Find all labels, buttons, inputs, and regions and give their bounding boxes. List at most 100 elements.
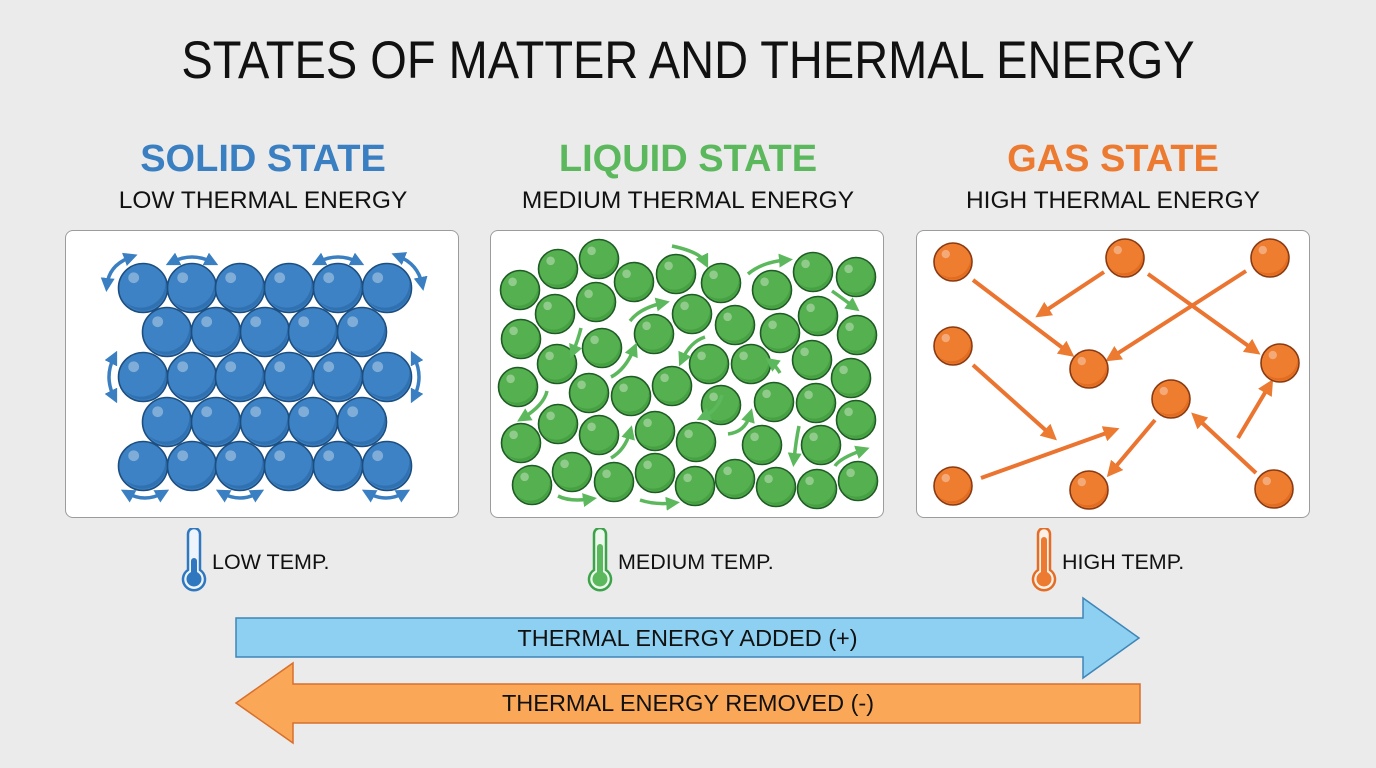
solid-particle: [287, 306, 338, 357]
liquid-particle: [655, 253, 696, 294]
liquid-particle: [675, 421, 716, 462]
thermometer-low-icon: [181, 528, 207, 592]
solid-state-title: SOLID STATE: [140, 138, 386, 180]
vibration-arrow-icon: [120, 489, 169, 503]
gas-particles-diagram: [932, 237, 1300, 510]
liquid-particle: [593, 461, 634, 502]
vibration-arrow-icon: [410, 350, 423, 403]
motion-arrow-icon: [1190, 412, 1257, 474]
liquid-particle: [837, 460, 878, 501]
liquid-particle: [835, 256, 876, 297]
solid-particle: [312, 262, 363, 313]
liquid-particle: [500, 318, 541, 359]
gas-particle: [1068, 348, 1109, 389]
liquid-particle: [500, 422, 541, 463]
solid-particle: [263, 262, 314, 313]
gas-state-title: GAS STATE: [1007, 138, 1219, 180]
solid-particle: [166, 440, 217, 491]
motion-arrow-icon: [1235, 378, 1273, 439]
gas-state-subtitle: HIGH THERMAL ENERGY: [965, 187, 1261, 214]
liquid-particle: [700, 384, 741, 425]
gas-particle: [1104, 237, 1145, 278]
motion-arrow-icon: [979, 425, 1120, 480]
vibration-arrow-icon: [391, 251, 427, 291]
liquid-particle: [537, 248, 578, 289]
solid-particle: [214, 262, 265, 313]
flow-arrow-icon: [609, 342, 638, 379]
gas-particle: [932, 241, 973, 282]
flow-arrow-icon: [628, 297, 670, 322]
solid-particle: [190, 306, 241, 357]
liquid-particle: [741, 424, 782, 465]
motion-arrow-icon: [1106, 418, 1157, 477]
liquid-particles-diagram: [497, 238, 878, 511]
solid-particle: [336, 396, 387, 447]
liquid-particle: [800, 424, 841, 465]
liquid-particle: [581, 327, 622, 368]
liquid-particle: [578, 414, 619, 455]
liquid-particle: [613, 261, 654, 302]
solid-particle: [263, 440, 314, 491]
liquid-particle: [795, 382, 836, 423]
thermal-energy-removed-label: THERMAL ENERGY REMOVED (-): [501, 690, 875, 716]
liquid-particle: [499, 269, 540, 310]
solid-particle: [166, 351, 217, 402]
solid-particle: [312, 351, 363, 402]
vibration-arrow-icon: [100, 252, 138, 292]
liquid-particle: [651, 365, 692, 406]
gas-header: GAS STATE HIGH THERMAL ENERGY: [903, 136, 1323, 216]
thermometer-high-icon: [1031, 528, 1057, 592]
solid-particle: [214, 351, 265, 402]
vibration-arrow-icon: [215, 489, 264, 503]
solid-particle: [361, 351, 412, 402]
thermometer-medium-icon: [587, 528, 613, 592]
flow-arrow-icon: [516, 390, 549, 422]
solid-particle: [190, 396, 241, 447]
thermal-energy-added-label: THERMAL ENERGY ADDED (+): [517, 625, 858, 651]
liquid-particle: [511, 464, 552, 505]
vibration-arrow-icon: [361, 489, 410, 503]
gas-particle-panel: [916, 230, 1310, 518]
liquid-particle-panel: [490, 230, 884, 518]
liquid-particle: [568, 372, 609, 413]
liquid-particle: [830, 357, 871, 398]
liquid-particle: [497, 366, 538, 407]
liquid-particle: [714, 304, 755, 345]
motion-arrow-icon: [1034, 269, 1105, 317]
medium-temp-label: MEDIUM TEMP.: [618, 550, 774, 574]
liquid-particle: [610, 375, 651, 416]
vibration-arrow-icon: [165, 252, 218, 265]
liquid-particle: [796, 468, 837, 509]
solid-particle: [141, 396, 192, 447]
liquid-state-subtitle: MEDIUM THERMAL ENERGY: [521, 187, 855, 214]
flow-arrow-icon: [833, 445, 870, 467]
flow-arrow-icon: [677, 334, 706, 366]
motion-arrow-icon: [1104, 268, 1247, 361]
liquid-particle: [551, 451, 592, 492]
solid-particle: [361, 262, 412, 313]
gas-particle: [932, 325, 973, 366]
solid-particle: [239, 396, 290, 447]
solid-particle: [239, 306, 290, 357]
liquid-particle: [755, 466, 796, 507]
low-temp-label: LOW TEMP.: [212, 550, 330, 574]
liquid-particle: [791, 339, 832, 380]
vibration-arrow-icon: [311, 252, 364, 265]
liquid-particle: [730, 343, 771, 384]
motion-arrow-icon: [971, 363, 1057, 440]
liquid-particle: [536, 343, 577, 384]
gas-particle: [1259, 342, 1300, 383]
liquid-particle: [578, 238, 619, 279]
solid-state-subtitle: LOW THERMAL ENERGY: [118, 187, 408, 214]
liquid-particle: [534, 293, 575, 334]
liquid-particle: [836, 314, 877, 355]
solid-particle-panel: [65, 230, 459, 518]
high-temp-label: HIGH TEMP.: [1062, 550, 1185, 574]
solid-particle: [117, 440, 168, 491]
main-title: STATES OF MATTER AND THERMAL ENERGY: [181, 29, 1195, 90]
gas-particle: [1249, 237, 1290, 278]
liquid-particle: [797, 295, 838, 336]
flow-arrow-icon: [696, 393, 724, 420]
liquid-particle: [835, 399, 876, 440]
flow-arrow-icon: [764, 357, 781, 374]
